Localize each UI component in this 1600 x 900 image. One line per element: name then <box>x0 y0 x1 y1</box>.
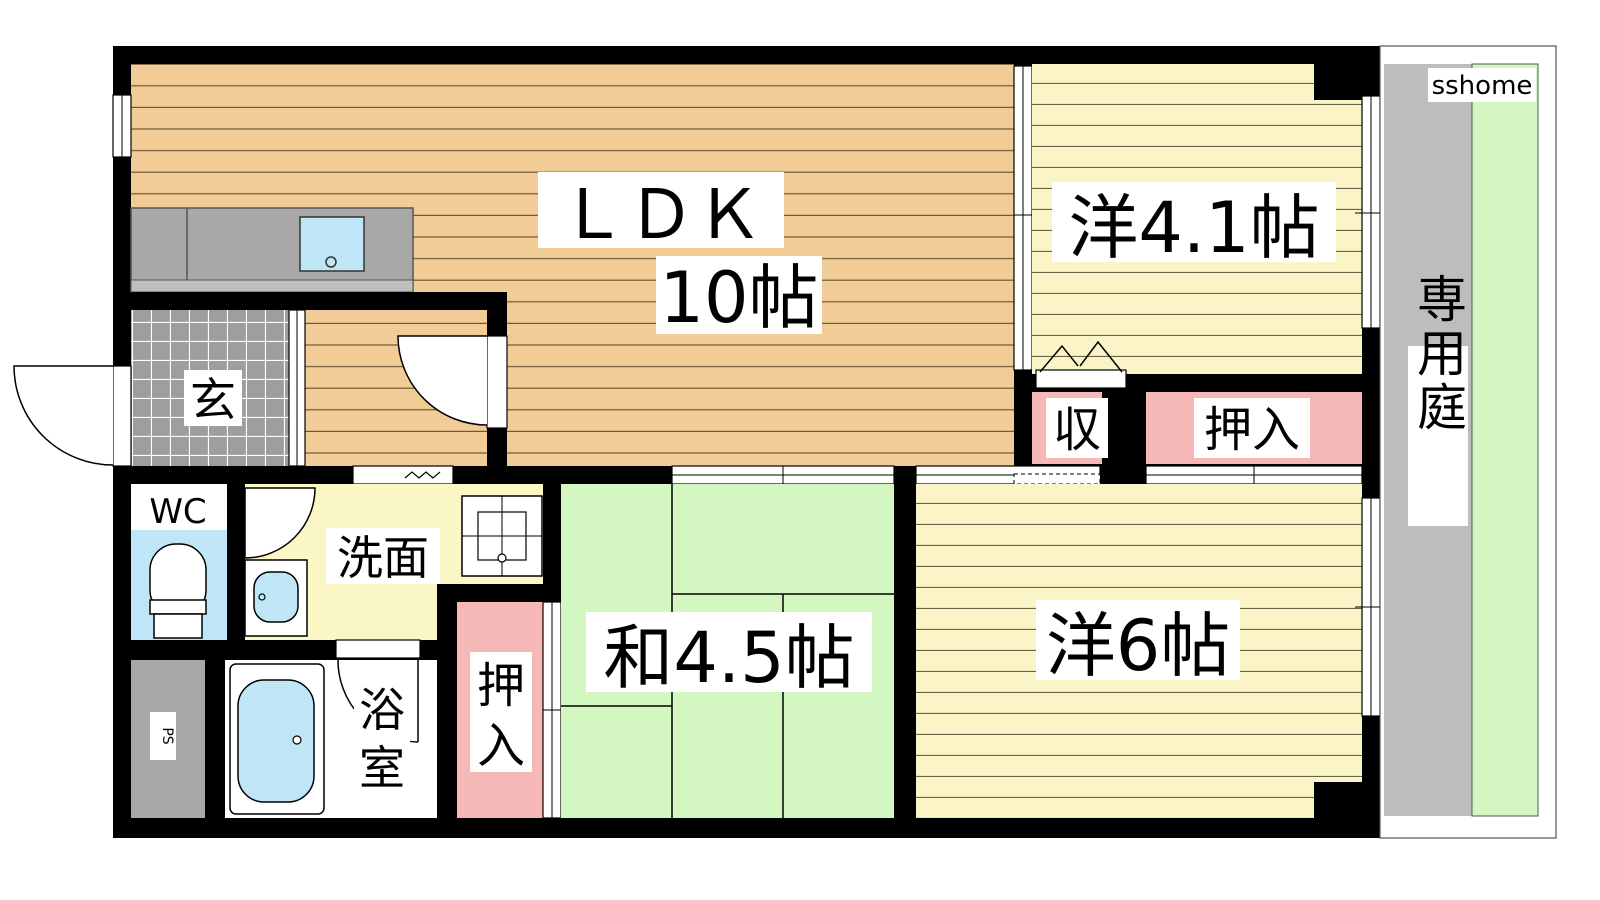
western1-label: 洋4.1帖 <box>1068 187 1319 269</box>
kitchen-counter <box>130 207 414 293</box>
sink-drain-icon <box>325 256 337 268</box>
washroom-label: 洗面 <box>337 531 429 585</box>
closet2-label-2: 入 <box>477 718 525 774</box>
washroom-door <box>352 465 454 485</box>
storage-door-swing <box>1039 340 1123 373</box>
japanese-label: 和4.5帖 <box>603 617 854 699</box>
front-door-swing[interactable] <box>13 365 114 466</box>
ldk-size-label: 10帖 <box>659 257 818 339</box>
closet2-label-1: 押 <box>477 658 525 714</box>
ldk-door-swing <box>397 335 488 426</box>
entrance-label: 玄 <box>190 373 236 427</box>
bath-label-1: 浴 <box>359 683 405 737</box>
bath-label-2: 室 <box>359 741 405 795</box>
ldk-name-label: ＬＤＫ <box>559 176 763 255</box>
watermark-label: sshome <box>1432 71 1533 101</box>
garden-label: 専用庭 <box>1409 273 1467 435</box>
entrance-wall <box>131 292 507 310</box>
garden-lawn <box>1471 63 1539 817</box>
wc-label: WC <box>149 492 206 532</box>
ps-label: PS <box>159 727 175 744</box>
western2-label: 洋6帖 <box>1046 605 1231 687</box>
closet1-label: 押入 <box>1204 402 1300 458</box>
kitchen-sink <box>299 216 365 272</box>
storage-label: 収 <box>1053 402 1101 458</box>
